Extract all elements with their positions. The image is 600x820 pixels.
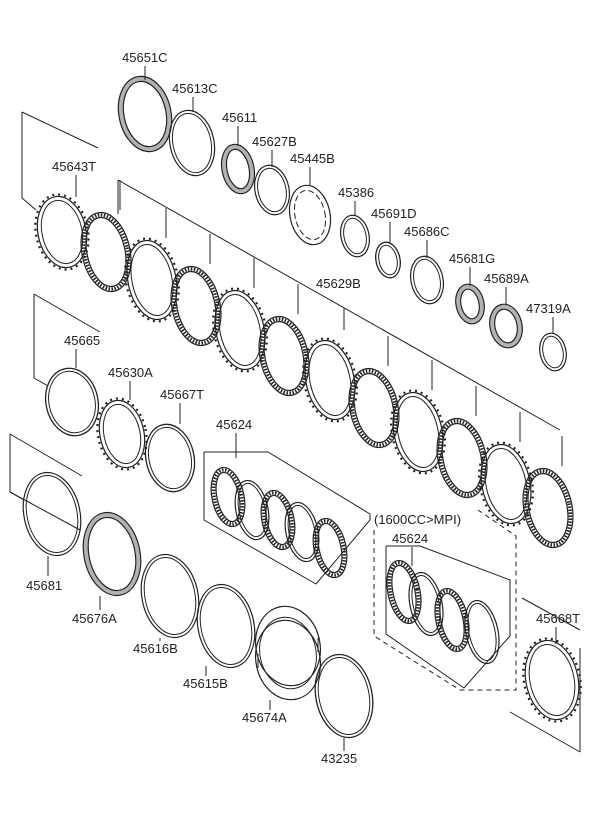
label-45674A: 45674A: [242, 710, 287, 725]
frame-45624-mpi: [385, 545, 511, 689]
label-45691D: 45691D: [371, 206, 417, 221]
label-45611: 45611: [222, 110, 257, 125]
ring-45651C: [117, 75, 173, 153]
pack-45624-plate-3: [260, 489, 296, 551]
variant-note: (1600CC>MPI): [374, 512, 461, 527]
clutch-plate-1: [80, 211, 132, 293]
frame-45624-mpi-dashed: [373, 509, 517, 691]
label-45676A: 45676A: [72, 611, 117, 626]
ring-45445B: [288, 184, 332, 246]
label-45668T: 45668T: [536, 611, 580, 626]
leader-lines-layer: [47, 66, 563, 751]
ring-45689A: [489, 303, 523, 349]
bracket-lines-layer: [9, 111, 581, 753]
ring-45615B: [196, 583, 256, 669]
ring-45611: [220, 143, 256, 195]
rings-layer: [22, 75, 582, 739]
label-45630A: 45630A: [108, 365, 153, 380]
clutch-plate-5: [258, 315, 310, 397]
bracket-45681: [9, 433, 83, 477]
ring-45627B: [253, 164, 291, 216]
bracket-45668T-top: [521, 597, 581, 631]
bracket-45643T: [21, 111, 99, 149]
label-43235: 43235: [321, 751, 357, 766]
label-45629B: 45629B: [316, 276, 361, 291]
bracket-45668T: [509, 711, 581, 753]
label-45624-mpi: 45624: [392, 531, 428, 546]
label-45643T: 45643T: [52, 159, 96, 174]
bracket-45681-left: [9, 434, 25, 501]
label-45689A: 45689A: [484, 271, 529, 286]
ring-45613C: [168, 109, 216, 177]
label-45681G: 45681G: [449, 251, 495, 266]
ring-45667T: [144, 423, 196, 493]
label-45615B: 45615B: [183, 676, 228, 691]
ring-43235: [314, 653, 374, 739]
clutch-plate-10: [478, 441, 534, 527]
ring-45665: [44, 367, 100, 437]
pack-45624-mpi-plate-1: [386, 559, 422, 625]
pack-45624-plate-5: [312, 517, 348, 579]
ring-45616B: [140, 553, 200, 639]
label-47319A: 47319A: [526, 301, 571, 316]
labels-layer: 45651C 45613C 45611 45627B 45445B 45386 …: [26, 50, 580, 766]
ring-45643T: [34, 193, 90, 271]
bracket-45665-left: [33, 294, 49, 387]
ring-45691D: [375, 241, 401, 279]
label-45616B: 45616B: [133, 641, 178, 656]
label-45681: 45681: [26, 578, 62, 593]
pack-45624-mpi-plate-4: [464, 599, 500, 665]
label-45386: 45386: [338, 185, 374, 200]
pack-45624-plate-1: [210, 466, 246, 528]
label-45624: 45624: [216, 417, 252, 432]
label-45627B: 45627B: [252, 134, 297, 149]
ring-45386: [340, 214, 370, 258]
clutch-plate-11: [522, 467, 574, 549]
bracket-45665: [33, 293, 101, 333]
ring-45668T: [522, 637, 582, 723]
ring-47319A: [539, 332, 567, 372]
bracket-45629B-top: [117, 179, 561, 431]
ring-45681G: [455, 283, 485, 325]
bracket-45681-bottom: [9, 491, 81, 531]
ring-45681: [22, 471, 82, 557]
clutch-plate-6: [302, 337, 358, 423]
label-45686C: 45686C: [404, 224, 450, 239]
label-45667T: 45667T: [160, 387, 204, 402]
label-45613C: 45613C: [172, 81, 218, 96]
ring-45630A: [96, 397, 148, 471]
ring-45686C: [409, 255, 445, 305]
label-45651C: 45651C: [122, 50, 168, 65]
label-45445B: 45445B: [290, 151, 335, 166]
clutch-plate-7: [348, 367, 400, 449]
ring-45676A: [82, 511, 142, 597]
bracket-45643T-left: [21, 112, 37, 211]
ring-45674A: [255, 605, 321, 701]
frame-45624: [203, 451, 371, 585]
label-45665: 45665: [64, 333, 100, 348]
